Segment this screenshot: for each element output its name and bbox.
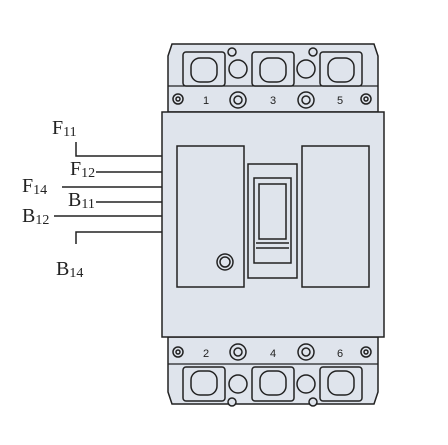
terminal-screw-cover-6 [327,370,355,396]
wire-b14 [75,231,162,244]
label-f12: F12 [70,158,95,181]
bottom-screw-mid-b-inner [301,347,311,357]
bottom-gap-screw-a-small [227,397,237,407]
top-edge-screw-left-inner [175,96,181,102]
label-f11: F11 [52,117,77,140]
left-panel [176,145,245,288]
top-screws [172,91,372,109]
wire-f11 [75,142,162,157]
top-gap-screw-b [296,59,316,79]
top-gap-screw-b-small [308,47,318,57]
wire-leads [54,142,162,244]
bottom-terminal-blocks [182,366,363,407]
bottom-edge-screw-right-inner [363,349,369,355]
top-terminal-blocks [182,47,363,87]
top-gap-screw-a-small [227,47,237,57]
bottom-gap-screw-a [228,374,248,394]
top-gap-screw-a [228,59,248,79]
bottom-edge-screw-left-inner [175,349,181,355]
terminal-label-top-3: 3 [270,95,276,107]
terminal-label-bottom-2: 2 [203,348,209,360]
bottom-screws [172,343,372,361]
bottom-gap-screw-b-small [308,397,318,407]
right-panel [301,145,370,288]
terminal-label-top-5: 5 [337,95,343,107]
terminal-label-bottom-4: 4 [270,348,276,360]
toggle-handle[interactable] [247,163,298,279]
terminal-screw-cover-5 [327,57,355,83]
label-b11: B11 [68,189,95,212]
terminal-screw-cover-2 [190,370,218,396]
terminal-screw-cover-4 [259,370,287,396]
terminal-screw-cover-3 [259,57,287,83]
top-screw-mid-b-inner [301,95,311,105]
label-f14: F14 [22,175,47,198]
bottom-screw-mid-a-inner [233,347,243,357]
label-b12: B12 [22,205,49,228]
handle-lever [258,183,287,240]
bottom-gap-screw-b [296,374,316,394]
front-panels [176,145,370,288]
label-b14: B14 [56,258,83,281]
terminal-screw-cover-1 [190,57,218,83]
top-edge-screw-right-inner [363,96,369,102]
top-screw-mid-a-inner [233,95,243,105]
terminal-label-bottom-6: 6 [337,348,343,360]
reset-button-inner [219,256,231,268]
terminal-label-top-1: 1 [203,95,209,107]
